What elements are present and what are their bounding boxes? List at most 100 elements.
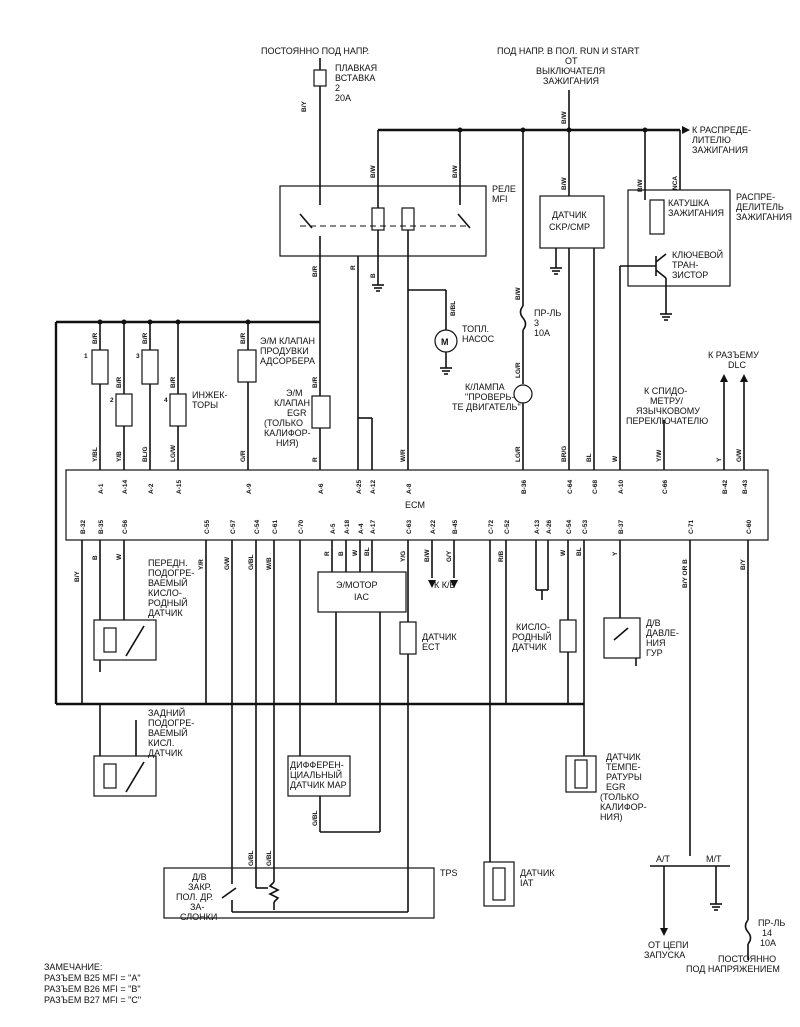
svg-text:3: 3 — [136, 353, 140, 360]
wc-b-c54b: W — [560, 549, 567, 556]
ecm-top-pin: A-9 — [246, 483, 253, 494]
wc-b-a22: B/W — [424, 549, 431, 563]
const-bottom-l2: ПОД НАПРЯЖЕНИЕМ — [686, 964, 780, 974]
ecm-bottom-pin: C-72 — [488, 520, 495, 534]
ect-sensor — [399, 621, 417, 655]
ecm-bottom-pin: B-45 — [452, 520, 459, 534]
ts-l5: СЛОНКИ — [180, 912, 217, 922]
wc-t-c64: BR/G — [561, 446, 568, 462]
wc-egr: B/R — [312, 377, 319, 389]
egr-l5: КАЛИФОР- — [264, 428, 311, 438]
wc-b-c53: BL — [576, 547, 583, 556]
rear-o2-l2: ПОДОГРЕ- — [148, 718, 194, 728]
map-l3: ДАТЧИК MAP — [290, 780, 347, 790]
wc-b-c56: W — [116, 553, 123, 560]
ecm-top-pin: C-66 — [662, 480, 669, 494]
wc-dist: NCA — [672, 176, 679, 190]
ecm-bottom-pin: C-57 — [230, 520, 237, 534]
fusible-link-2 — [313, 69, 327, 87]
ecm-top-pin: B-42 — [722, 480, 729, 494]
lamp-l1: К/ЛАМПА — [465, 382, 505, 392]
wc-t-a2: BL/G — [142, 446, 149, 462]
fuse3-l2: 3 — [534, 318, 539, 328]
egr-valve — [311, 395, 331, 429]
injector-1: 1 — [84, 322, 109, 470]
ecm-bottom-pin: A-26 — [546, 520, 553, 534]
iat-l2: IAT — [520, 878, 534, 888]
ckp-cmp-sensor — [539, 195, 605, 249]
ecm-top-pin: A-25 — [356, 480, 363, 494]
ps-pressure-switch — [603, 617, 641, 659]
fuse2-l3: 2 — [335, 83, 340, 93]
wc-relay-r: R — [350, 265, 357, 270]
egrt-l4: EGR — [606, 782, 626, 792]
wc-t-a9: G/R — [240, 450, 247, 462]
wc-t-b43: G/W — [736, 448, 743, 462]
to-kv: К К/В — [434, 580, 456, 590]
wc-t-a6: R — [312, 457, 319, 462]
egr-l6: НИЯ) — [276, 438, 298, 448]
injectors-l1: ИНЖЕК- — [192, 390, 228, 400]
wc-inj1: B/R — [92, 333, 99, 345]
front-o2-l4: КИСЛО- — [148, 588, 182, 598]
wc-fuse-out: B/Y — [301, 101, 308, 113]
fuse3-l3: 10A — [534, 328, 550, 338]
o2-l3: ДАТЧИК — [512, 642, 547, 652]
ecm-bottom-pin: A-17 — [370, 520, 377, 534]
wc-b-c71: B/Y OR B — [682, 559, 689, 588]
dlc-l1: К РАЗЪЕМУ — [708, 350, 759, 360]
egr-l2: КЛАПАН — [274, 398, 310, 408]
ecm-bottom-pin: A-22 — [430, 520, 437, 534]
run-start-switch: ВЫКЛЮЧАТЕЛЯ — [536, 66, 605, 76]
wc-b-b35: B — [92, 555, 99, 560]
wc-inj3: B/R — [142, 333, 149, 345]
egrt-l5: (ТОЛЬКО — [600, 792, 639, 802]
egrt-l6: КАЛИФОР- — [600, 802, 647, 812]
f14-l2: 14 — [762, 928, 772, 938]
o2-l2: РОДНЫЙ — [512, 631, 552, 642]
speedo-l1: К СПИДО- — [644, 386, 687, 396]
ecm-bottom-pin: A-18 — [344, 520, 351, 534]
mfi-relay — [279, 185, 487, 257]
iac-motor — [317, 571, 407, 613]
injector-2: 2 — [110, 322, 133, 470]
egr-l1: Э/М — [286, 388, 302, 398]
front-o2-l6: ДАТЧИК — [148, 608, 183, 618]
front-o2-l1: ПЕРЕДН. — [148, 558, 188, 568]
rear-o2-l3: ВАЕМЫЙ — [148, 727, 188, 738]
lamp-l2: "ПРОВЕРЬ- — [465, 392, 514, 402]
ps-l3: НИЯ — [646, 638, 665, 648]
front-o2-l3: ВАЕМЫЙ — [148, 577, 188, 588]
ckp-l2: CKP/CMP — [549, 222, 590, 232]
wc-b-c63: Y/G — [400, 551, 407, 562]
ecm-bottom-pin: C-70 — [298, 520, 305, 534]
svg-text:4: 4 — [164, 397, 168, 404]
relay-l1: РЕЛЕ — [492, 184, 516, 194]
rear-o2-sensor — [93, 755, 157, 797]
ecm-bottom-pin: C-60 — [746, 520, 753, 534]
tps-box — [163, 867, 435, 919]
mt-label: M/T — [706, 854, 722, 864]
ckp-l1: ДАТЧИК — [552, 210, 587, 220]
svg-text:M: M — [441, 337, 449, 347]
svg-text:1: 1 — [84, 353, 88, 360]
ecm-top-pin: A-8 — [406, 483, 413, 494]
wc-b-b37: Y — [612, 551, 619, 556]
wc-t-b36: LG/R — [515, 446, 522, 462]
rear-o2-l5: ДАТЧИК — [148, 748, 183, 758]
wc-relay-top2: B/W — [452, 165, 459, 179]
wc-b-a4: W — [352, 549, 359, 556]
svg-text:2: 2 — [110, 397, 114, 404]
to-dist-1: К РАСПРЕДЕ- — [692, 125, 751, 135]
wc-b-c60: B/Y — [740, 559, 747, 571]
const-bottom-l1: ПОСТОЯННО — [718, 954, 776, 964]
ecm-top-pin: A-2 — [148, 483, 155, 494]
run-start-ign: ЗАЖИГАНИЯ — [543, 76, 599, 86]
wc-t-a10: W — [612, 455, 619, 462]
f14-l1: ПР-ЛЬ — [758, 918, 785, 928]
ecm-bottom-pin: C-54 — [254, 520, 261, 534]
ts-l1: Д/В — [192, 872, 207, 882]
relay-l2: MFI — [492, 194, 508, 204]
ts-l4: ЗА- — [190, 902, 204, 912]
kt-l1: КЛЮЧЕВОЙ — [672, 249, 723, 260]
